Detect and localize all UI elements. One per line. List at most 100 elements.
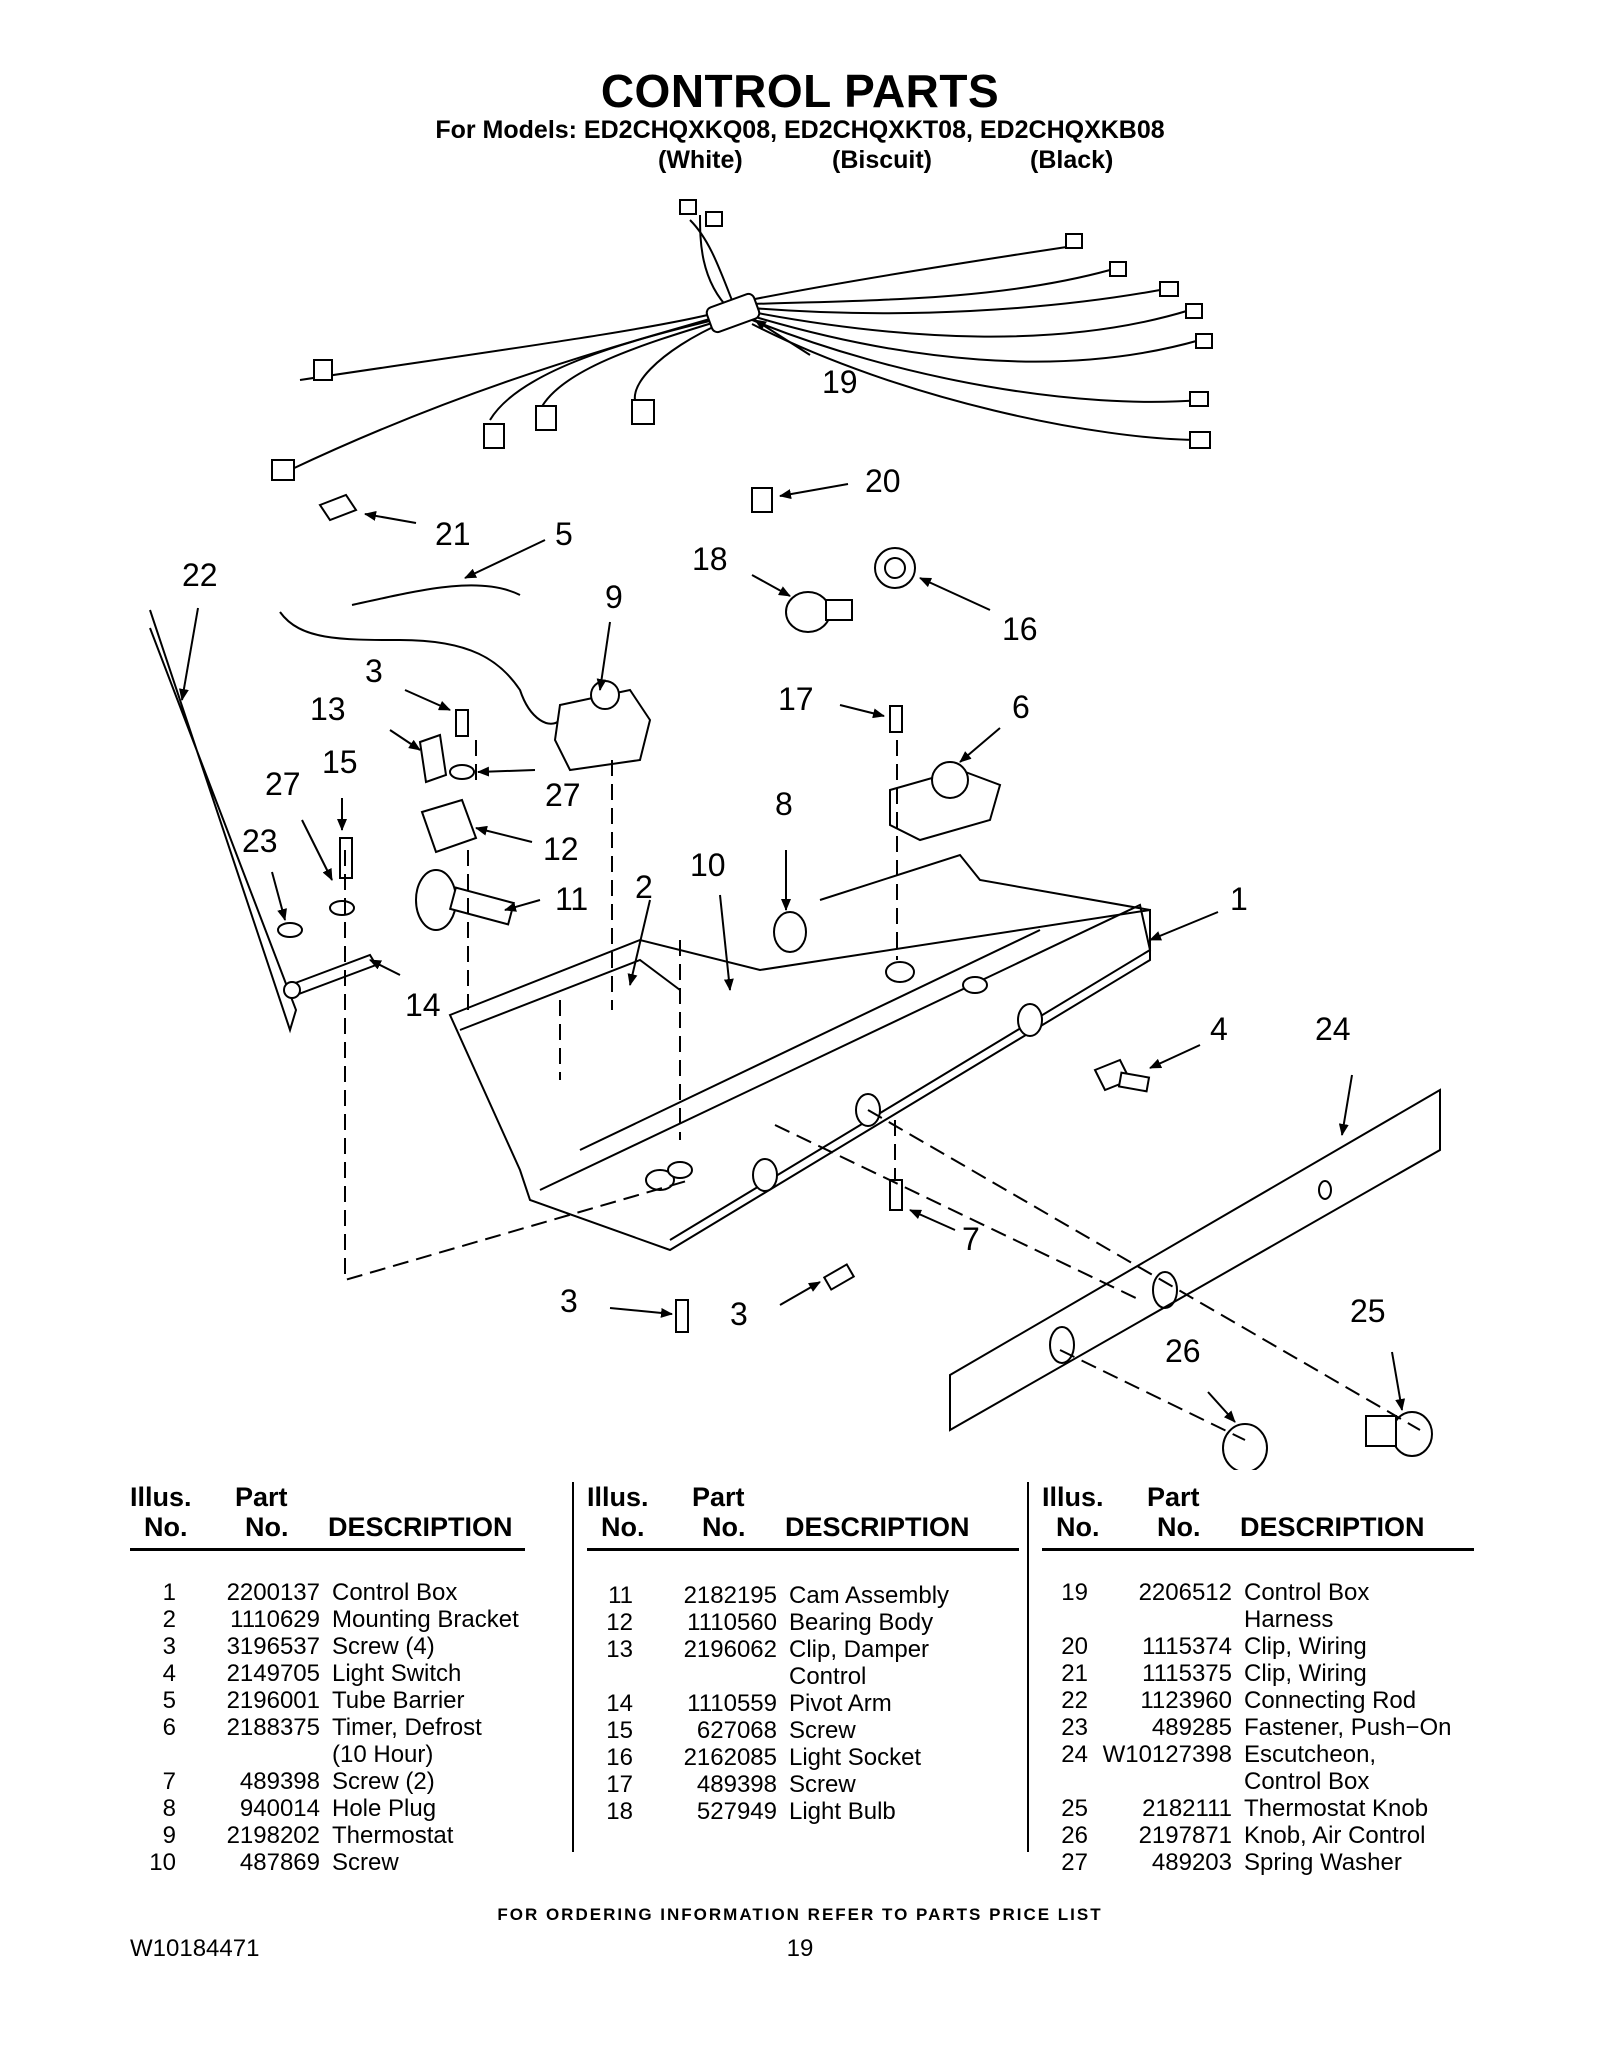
- callout-8: 8: [775, 786, 793, 822]
- light-socket-drawing: [874, 547, 916, 589]
- part-number: 2162085: [683, 1744, 777, 1771]
- callout-12: 12: [543, 831, 579, 867]
- illus-number: 12: [606, 1609, 633, 1636]
- part-number: 489398: [696, 1771, 777, 1798]
- callout-23: 23: [242, 823, 278, 859]
- color-white-label: (White): [658, 146, 743, 174]
- illus-number: 20: [1061, 1633, 1088, 1660]
- callout-20: 20: [865, 463, 901, 499]
- callout-19: 19: [822, 364, 858, 400]
- part-description: Thermostat Knob: [1244, 1795, 1429, 1822]
- part-number: 2196001: [226, 1687, 320, 1714]
- illus-number: 21: [1061, 1660, 1088, 1687]
- defrost-timer-drawing: [889, 761, 1002, 842]
- illus-number: 17: [606, 1771, 633, 1798]
- illus-number: 6: [162, 1714, 176, 1741]
- part-number: 1115374: [1142, 1633, 1232, 1660]
- illus-number: 1: [162, 1579, 176, 1606]
- part-number: 489398: [239, 1768, 320, 1795]
- document-number: W10184471: [130, 1935, 260, 1962]
- callout-3-bottom-left: 3: [560, 1283, 578, 1319]
- part-description: Pivot Arm: [789, 1690, 892, 1717]
- part-number: 1110559: [687, 1690, 777, 1717]
- color-black-label: (Black): [1030, 146, 1114, 174]
- part-description: Knob, Air Control: [1244, 1822, 1426, 1849]
- part-description: Clip, Damper: [789, 1636, 930, 1663]
- part-number: 2182195: [683, 1582, 777, 1609]
- color-biscuit-label: (Biscuit): [832, 146, 932, 174]
- callout-24: 24: [1315, 1011, 1351, 1047]
- header-description: DESCRIPTION: [1240, 1512, 1425, 1542]
- page-title: CONTROL PARTS: [600, 65, 1000, 117]
- illus-number: 27: [1061, 1849, 1088, 1876]
- part-description: Control: [789, 1663, 867, 1690]
- callout-14: 14: [405, 987, 441, 1023]
- callout-3-bottom-right: 3: [730, 1296, 748, 1332]
- part-number: 489203: [1151, 1849, 1232, 1876]
- capillary-tube-drawing: [279, 611, 561, 725]
- part-description: Screw: [789, 1771, 856, 1798]
- callout-6: 6: [1012, 689, 1030, 725]
- part-description: Escutcheon,: [1244, 1741, 1377, 1768]
- part-number: 1110560: [687, 1609, 777, 1636]
- models-line: For Models: ED2CHQXKQ08, ED2CHQXKT08, ED…: [435, 116, 1165, 144]
- callout-27-right: 27: [545, 777, 581, 813]
- illus-number: 22: [1061, 1687, 1088, 1714]
- header-rule: [130, 1548, 525, 1551]
- part-description: Hole Plug: [332, 1795, 437, 1822]
- illus-number: 18: [606, 1798, 633, 1825]
- part-number: 527949: [696, 1798, 777, 1825]
- wiring-clip-20-drawing: [751, 487, 773, 513]
- part-number: 2149705: [226, 1660, 320, 1687]
- illus-number: 19: [1061, 1579, 1088, 1606]
- part-description: Light Socket: [789, 1744, 922, 1771]
- callout-9: 9: [605, 579, 623, 615]
- header-illus-no: Illus.No.: [1042, 1482, 1104, 1542]
- part-description: Timer, Defrost: [332, 1714, 482, 1741]
- callout-11: 11: [555, 881, 588, 917]
- callout-22: 22: [182, 557, 218, 593]
- part-number: 1110629: [230, 1606, 320, 1633]
- illus-number: 15: [606, 1717, 633, 1744]
- part-number: 2198202: [226, 1822, 320, 1849]
- part-number: 2200137: [226, 1579, 320, 1606]
- part-description: Harness: [1244, 1606, 1334, 1633]
- part-number: 2196062: [683, 1636, 777, 1663]
- illus-number: 7: [162, 1768, 176, 1795]
- callout-1: 1: [1230, 881, 1248, 917]
- illus-number: 2: [162, 1606, 176, 1633]
- part-description: Screw (2): [332, 1768, 435, 1795]
- pivot-arm-drawing: [283, 953, 378, 999]
- part-number: 2206512: [1138, 1579, 1232, 1606]
- tube-barrier-drawing: [351, 584, 521, 606]
- part-description: Cam Assembly: [789, 1582, 950, 1609]
- callout-15: 15: [322, 744, 358, 780]
- callout-25: 25: [1350, 1293, 1386, 1329]
- part-number: 2188375: [226, 1714, 320, 1741]
- page-number: 19: [786, 1935, 814, 1962]
- exploded-parts-diagram: 19 20 21 5 22 18 9 16 3 17 6 13 15 27 27…: [149, 199, 1441, 1470]
- part-number: 1123960: [1140, 1687, 1232, 1714]
- escutcheon-drawing: [949, 1088, 1441, 1432]
- part-description: Bearing Body: [789, 1609, 934, 1636]
- illus-number: 9: [162, 1822, 176, 1849]
- illus-number: 13: [606, 1636, 633, 1663]
- illus-number: 14: [606, 1690, 633, 1717]
- illus-number: 8: [162, 1795, 176, 1822]
- part-description: Screw (4): [332, 1633, 435, 1660]
- part-description: Clip, Wiring: [1244, 1633, 1367, 1660]
- callout-10: 10: [690, 847, 726, 883]
- part-description: Fastener, Push−On: [1244, 1714, 1452, 1741]
- knob-drawing: [1222, 1411, 1433, 1470]
- callout-4: 4: [1210, 1011, 1228, 1047]
- illus-number: 3: [162, 1633, 176, 1660]
- part-description: Clip, Wiring: [1244, 1660, 1367, 1687]
- part-number: 1115375: [1142, 1660, 1232, 1687]
- part-number: 3196537: [226, 1633, 320, 1660]
- part-description: Connecting Rod: [1244, 1687, 1417, 1714]
- callout-21: 21: [435, 516, 471, 552]
- illus-number: 24: [1061, 1741, 1088, 1768]
